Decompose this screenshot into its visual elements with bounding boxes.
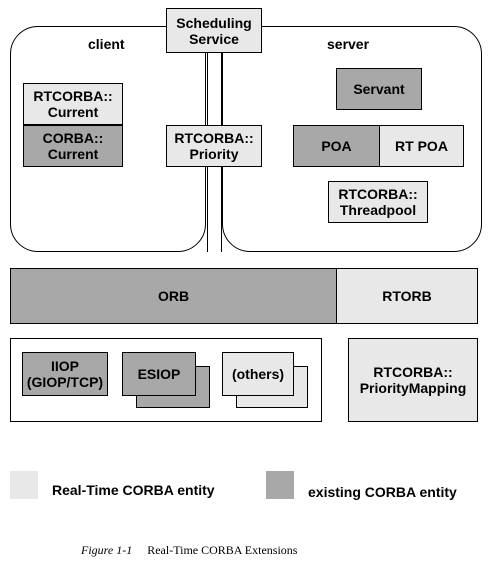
rtcorba-threadpool-box: RTCORBA:: Threadpool (328, 181, 428, 223)
corba-current-box: CORBA:: Current (23, 125, 123, 167)
rtorb-box: RTORB (336, 268, 478, 324)
esiop-box: ESIOP (122, 352, 196, 396)
priority-mapping-box: RTCORBA:: PriorityMapping (348, 338, 478, 422)
server-label: server (327, 36, 370, 52)
legend-realtime-swatch (10, 471, 38, 499)
rt-poa-box: RT POA (379, 125, 464, 167)
rtcorba-priority-box: RTCORBA:: Priority (166, 125, 262, 167)
others-box: (others) (222, 352, 294, 396)
legend-existing-label: existing CORBA entity (308, 484, 457, 500)
figure-number: Figure 1-1 (81, 543, 133, 557)
legend-realtime-label: Real-Time CORBA entity (52, 482, 215, 498)
figure-title: Real-Time CORBA Extensions (147, 543, 298, 557)
iiop-box: IIOP (GIOP/TCP) (22, 352, 108, 396)
servant-box: Servant (336, 68, 422, 110)
poa-box: POA (293, 125, 380, 167)
scheduling-service-box: Scheduling Service (166, 8, 262, 53)
client-label: client (88, 36, 125, 52)
rtcorba-current-box: RTCORBA:: Current (23, 83, 123, 125)
orb-box: ORB (10, 268, 337, 324)
figure-caption: Figure 1-1 Real-Time CORBA Extensions (81, 543, 297, 558)
legend-existing-swatch (266, 471, 294, 499)
